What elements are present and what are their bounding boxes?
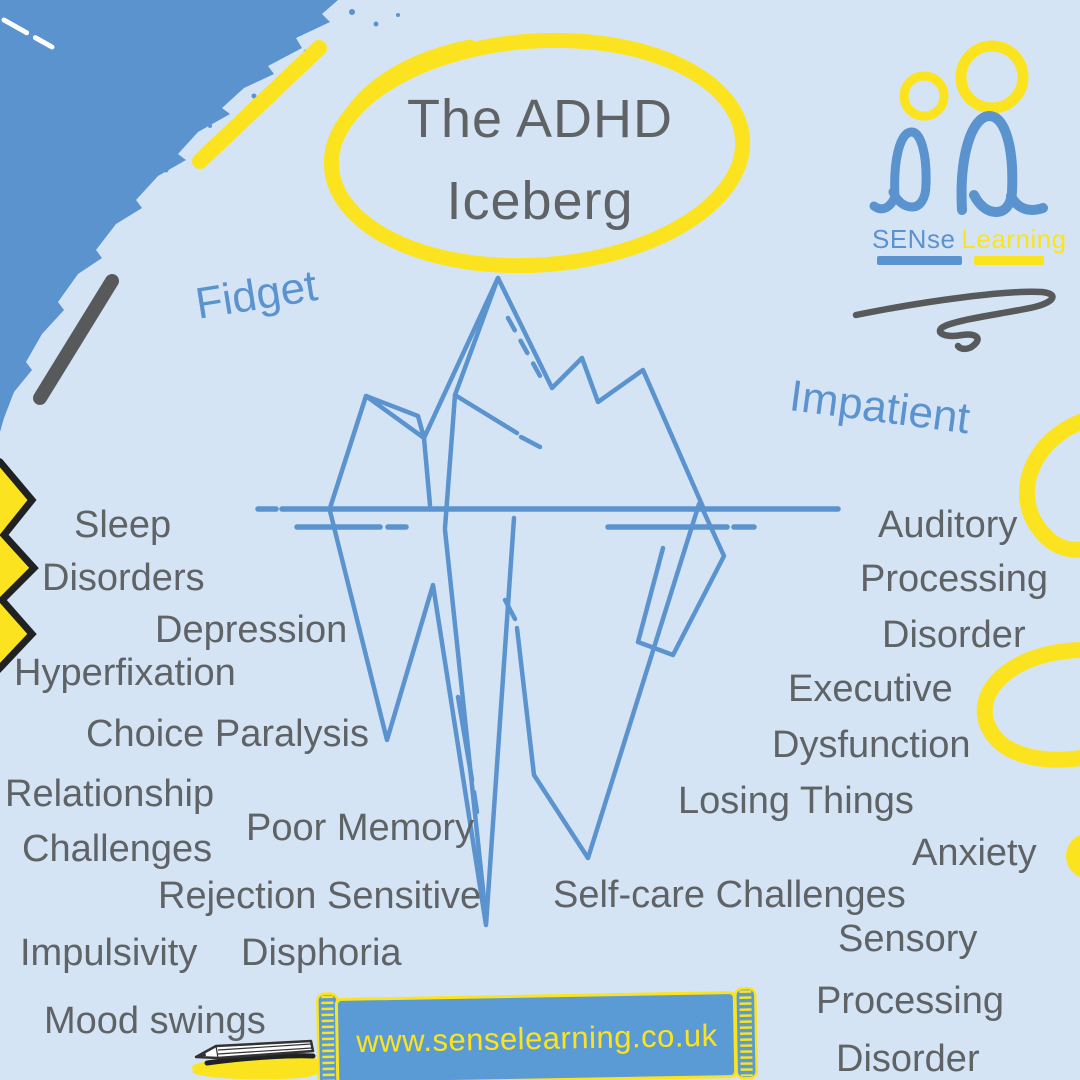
iceberg-illustration — [255, 275, 841, 928]
hidden-symptom-label: Poor Memory — [246, 807, 475, 849]
hidden-symptom-label: Dysfunction — [772, 724, 971, 766]
pencil-icon — [192, 1039, 325, 1080]
website-url: www.senselearning.co.uk — [356, 1017, 718, 1060]
hidden-symptom-label: Mood swings — [44, 1000, 266, 1042]
hidden-symptom-label: Challenges — [22, 828, 213, 870]
hidden-symptom-label: Auditory — [878, 504, 1018, 546]
corner-brush-decoration — [0, 0, 400, 432]
hidden-symptom-label: Choice Paralysis — [86, 713, 369, 755]
large-person-body-icon — [956, 110, 1048, 218]
hidden-symptom-label: Anxiety — [912, 832, 1037, 874]
logo-text-secondary: Learning — [961, 224, 1067, 254]
hidden-symptom-label: Disphoria — [241, 932, 402, 974]
hidden-symptom-label: Losing Things — [678, 780, 914, 822]
hidden-symptom-label: Sensory — [838, 918, 978, 960]
page-title-line1: The ADHD — [406, 89, 674, 149]
hidden-symptom-label: Depression — [155, 609, 348, 651]
hidden-symptom-label: Sleep — [74, 504, 172, 546]
page-title-line2: Iceberg — [446, 171, 634, 232]
gray-brush-stroke — [33, 274, 119, 405]
logo-underline-yellow — [974, 256, 1044, 265]
hidden-symptom-label: Rejection Sensitive — [158, 875, 482, 917]
hidden-symptom-label: Impulsivity — [20, 932, 198, 974]
hidden-symptom-label: Processing — [816, 980, 1004, 1022]
title-circle-decoration — [323, 32, 751, 274]
zigzag-decoration — [0, 457, 39, 673]
hidden-symptom-label: Processing — [860, 558, 1048, 600]
yellow-brush-stroke — [192, 40, 327, 169]
hidden-symptom-label: Disorder — [836, 1038, 980, 1080]
hidden-symptom-label: Relationship — [5, 773, 215, 815]
page-title: The ADHD Iceberg — [0, 78, 1080, 242]
squiggle-decoration — [976, 413, 1080, 878]
hidden-symptom-label: Self-care Challenges — [553, 874, 906, 916]
small-person-body-icon — [869, 127, 931, 214]
hidden-symptom-label: Executive — [788, 668, 953, 710]
hidden-symptom-label: Hyperfixation — [14, 652, 236, 694]
hidden-symptom-label: Disorders — [42, 557, 205, 599]
footer-banner — [316, 987, 758, 1080]
logo-underline-blue — [877, 256, 962, 265]
logo-text-primary: SENse — [872, 224, 956, 254]
large-person-head-icon — [955, 40, 1029, 114]
hidden-symptom-label: Disorder — [882, 614, 1026, 656]
logo-mark — [869, 40, 1048, 265]
small-person-head-icon — [899, 71, 949, 121]
scribble-icon — [852, 288, 1056, 353]
